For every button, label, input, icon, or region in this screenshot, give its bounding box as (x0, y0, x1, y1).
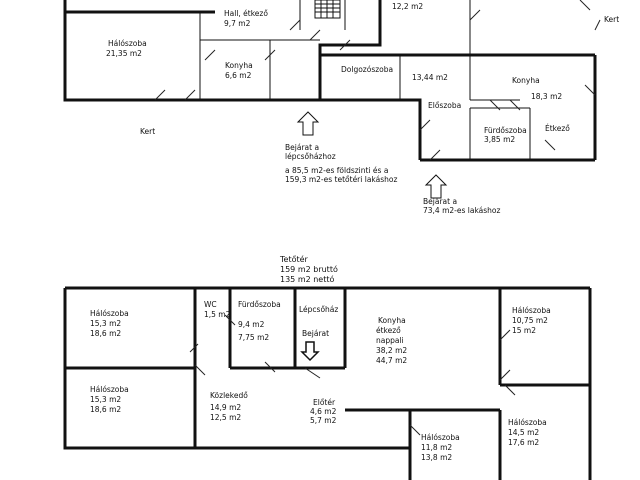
attic-gross-area: 159 m2 bruttó (280, 264, 338, 274)
label-note-1: a 85,5 m2-es földszinti és a (285, 166, 388, 175)
attic-room-halo-4-a1: 11,8 m2 (421, 443, 452, 452)
room-label-eloszoba: Előszoba (428, 101, 461, 110)
room-label-haloszoba: Hálószoba (108, 39, 147, 48)
attic-room-halo-1-a2: 18,6 m2 (90, 329, 121, 338)
attic-room-halo-5-a2: 17,6 m2 (508, 438, 539, 447)
entrance-arrow-apartment (424, 174, 448, 199)
attic-net-area: 135 m2 nettó (280, 274, 335, 284)
room-label-furdoszoba: Fürdőszoba (484, 126, 527, 135)
room-area-mid: 13,44 m2 (412, 73, 448, 82)
room-area-hall: 9,7 m2 (224, 19, 251, 28)
attic-room-kozlekedo-a1: 14,9 m2 (210, 403, 241, 412)
ground-floor-doors (154, 0, 601, 161)
attic-walls (63, 286, 592, 480)
attic-room-eloter-name: Előtér (313, 398, 336, 407)
attic-room-kozlekedo-a2: 12,5 m2 (210, 413, 241, 422)
attic-room-konyha-name: Konyha (378, 316, 406, 325)
attic-room-furdo-a1: 9,4 m2 (238, 320, 265, 329)
attic-room-konyha-n2: étkező (376, 326, 401, 335)
room-area-konyha-left: 6,6 m2 (225, 71, 252, 80)
entrance-arrow-stairwell (296, 111, 320, 136)
ground-floor-plan: Hálószoba 21,35 m2 Hall, étkező 9,7 m2 K… (63, 0, 619, 215)
attic-room-halo-2-a2: 15 m2 (512, 326, 536, 335)
attic-room-furdo-name: Fürdőszoba (238, 300, 281, 309)
attic-floor-plan: Tetőtér 159 m2 bruttó 135 m2 nettó (63, 254, 592, 480)
attic-room-konyha-a2: 44,7 m2 (376, 356, 407, 365)
stair-symbol (314, 0, 341, 19)
attic-entrance-arrow (300, 341, 320, 362)
label-kert-left: Kert (140, 127, 155, 136)
attic-room-halo-4-a2: 13,8 m2 (421, 453, 452, 462)
attic-room-eloter-a2: 5,7 m2 (310, 416, 337, 425)
attic-room-halo-2-a1: 10,75 m2 (512, 316, 548, 325)
room-area-konyha-right: 18,3 m2 (531, 92, 562, 101)
room-area-haloszoba: 21,35 m2 (106, 49, 142, 58)
room-label-dolgozoszoba: Dolgozószoba (341, 65, 393, 74)
room-area-top-right: 12,2 m2 (392, 2, 423, 11)
attic-room-lepcsohaz-name: Lépcsőház (299, 305, 338, 314)
attic-room-halo-4-name: Hálószoba (421, 433, 460, 442)
attic-title: Tetőtér (279, 254, 309, 264)
attic-room-halo-3-a2: 18,6 m2 (90, 405, 121, 414)
attic-doors (189, 314, 516, 436)
attic-room-konyha-n3: nappali (376, 336, 404, 345)
attic-room-halo-5-a1: 14,5 m2 (508, 428, 539, 437)
label-bejarat-stairwell-2: lépcsőházhoz (285, 152, 336, 161)
attic-room-wc-a1: 1,5 m2 (204, 310, 231, 319)
room-label-konyha-left: Konyha (225, 61, 253, 70)
room-label-etkezo: Étkező (545, 124, 570, 133)
attic-room-lepcsohaz-sub: Bejárat (302, 329, 329, 338)
label-note-2: 159,3 m2-es tetőtéri lakáshoz (285, 175, 397, 184)
attic-room-halo-3-a1: 15,3 m2 (90, 395, 121, 404)
attic-room-eloter-a1: 4,6 m2 (310, 407, 337, 416)
room-label-hall: Hall, étkező (224, 9, 268, 18)
attic-room-wc-name: WC (204, 300, 217, 309)
label-bejarat-apartment-1: Bejárat a (423, 197, 457, 206)
attic-room-halo-1-name: Hálószoba (90, 309, 129, 318)
room-label-konyha-right: Konyha (512, 76, 540, 85)
room-area-furdoszoba: 3,85 m2 (484, 135, 515, 144)
attic-room-furdo-a2: 7,75 m2 (238, 333, 269, 342)
attic-room-halo-1-a1: 15,3 m2 (90, 319, 121, 328)
label-kert-right: Kert (604, 15, 619, 24)
attic-room-halo-2-name: Hálószoba (512, 306, 551, 315)
attic-room-konyha-a1: 38,2 m2 (376, 346, 407, 355)
attic-room-halo-3-name: Hálószoba (90, 385, 129, 394)
attic-room-halo-5-name: Hálószoba (508, 418, 547, 427)
label-bejarat-stairwell-1: Bejárat a (285, 143, 319, 152)
label-bejarat-apartment-2: 73,4 m2-es lakáshoz (423, 206, 501, 215)
ground-floor-walls (63, 0, 597, 162)
attic-room-kozlekedo-name: Közlekedő (210, 391, 248, 400)
